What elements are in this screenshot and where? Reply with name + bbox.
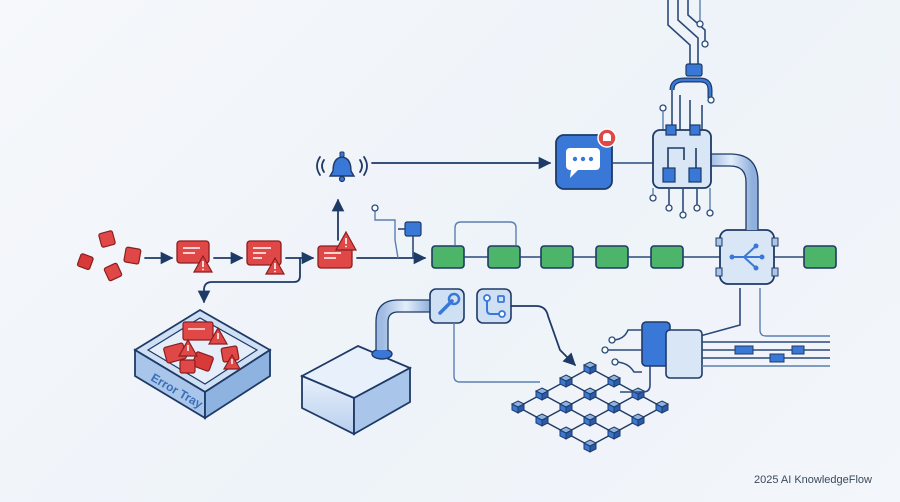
error-tray: Error Tray: [133, 308, 272, 420]
grid-node-cube: [606, 374, 622, 388]
grid-node-cube: [606, 400, 622, 414]
error-cube-icon: [123, 246, 142, 265]
grid-node-cube: [558, 374, 574, 388]
chat-notification-icon: [555, 128, 617, 190]
bell-icon: [316, 151, 368, 183]
warning-icon: [192, 254, 214, 273]
grid-node-cube: [606, 426, 622, 440]
pipeline-node: [803, 245, 837, 269]
grid-node-cube: [582, 413, 598, 427]
footer-credit: 2025 AI KnowledgeFlow: [753, 474, 872, 486]
wrench-icon: [429, 288, 465, 324]
storage-tank-icon: [299, 345, 413, 436]
connector-icon: [404, 221, 422, 237]
pipeline-node: [431, 245, 465, 269]
pipeline-node: [595, 245, 629, 269]
warning-icon: [264, 256, 286, 275]
grid-node-cube: [558, 426, 574, 440]
pipeline-node: [540, 245, 574, 269]
grid-node-cube: [582, 387, 598, 401]
circuit-assembly: [649, 0, 715, 219]
grid-node-cube: [510, 400, 526, 414]
error-message-icon: [317, 230, 358, 269]
grid-node-cube: [534, 387, 550, 401]
error-cube-icon: [98, 230, 116, 248]
error-message-icon: [246, 240, 286, 275]
warning-icon: [334, 230, 358, 251]
pipeline-node: [650, 245, 684, 269]
error-cubes: [76, 230, 142, 282]
error-cube-icon: [103, 262, 123, 282]
grid-node-cube: [582, 439, 598, 453]
network-grid-icon: [510, 361, 670, 453]
router-hub-icon: [715, 229, 779, 285]
pipeline-node: [487, 245, 521, 269]
grid-node-cube: [582, 361, 598, 375]
success-pipeline: [371, 204, 837, 269]
grid-node-cube: [534, 413, 550, 427]
grid-node-cube: [630, 387, 646, 401]
grid-node-cube: [630, 413, 646, 427]
error-message-icon: [176, 240, 214, 273]
error-cube-icon: [76, 253, 94, 271]
workflow-icon: [476, 288, 512, 324]
connector-block: [601, 288, 830, 393]
grid-node-cube: [654, 400, 670, 414]
grid-node-cube: [558, 400, 574, 414]
